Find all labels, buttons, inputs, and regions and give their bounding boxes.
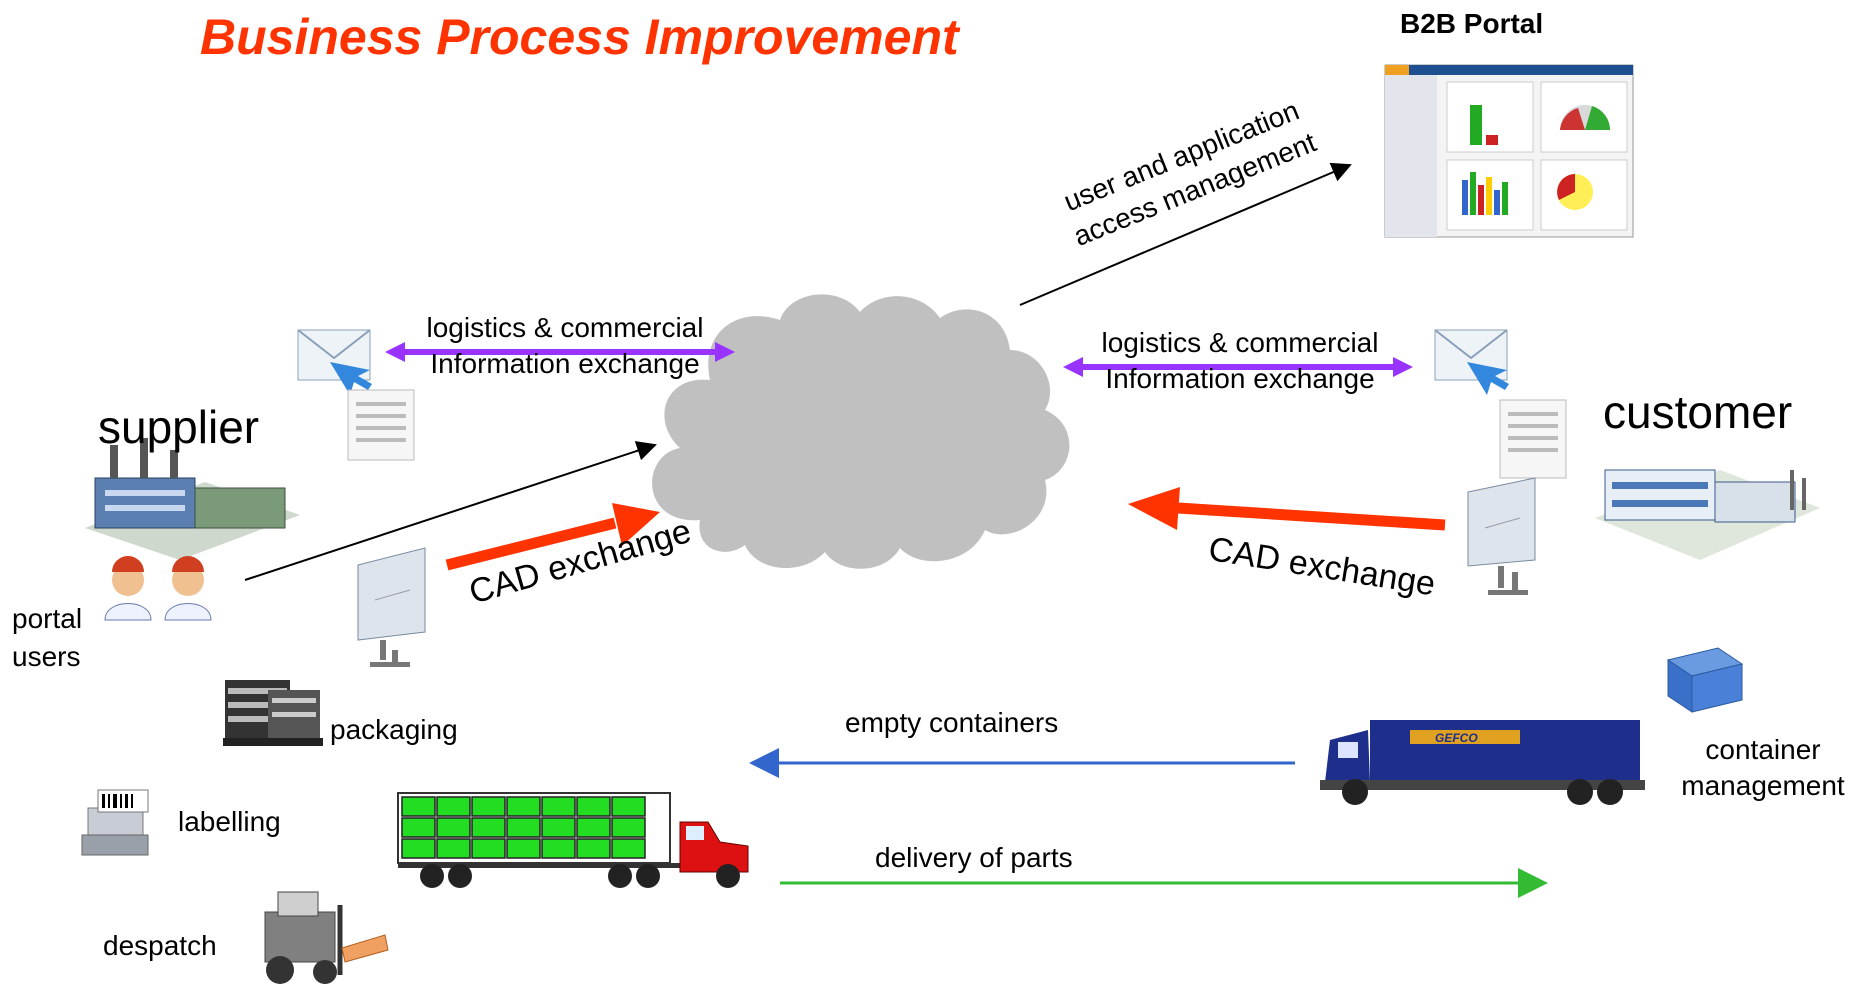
truck-brand-label: GEFCO (1435, 731, 1478, 745)
customer-info-line2: Information exchange (1105, 363, 1375, 394)
packaging-label: packaging (330, 714, 458, 745)
supplier-info-exchange-label: logistics & commercial Information excha… (405, 310, 725, 382)
supplier-label: supplier (98, 401, 260, 453)
portal-users-line1: portal (12, 603, 83, 634)
forklift-icon (264, 891, 389, 984)
portal-users-label: portal users (12, 600, 82, 676)
customer-cad-arrow (1128, 487, 1446, 531)
portal-users-to-cloud-arrow (244, 441, 657, 581)
supplier-document-icon (347, 389, 415, 461)
delivery-truck-icon (397, 792, 749, 888)
container-label-line2: management (1681, 770, 1845, 801)
customer-document-icon (1499, 399, 1567, 479)
empty-containers-label: empty containers (845, 707, 1059, 738)
supplier-envelope-icon (297, 329, 372, 395)
delivery-label: delivery of parts (875, 842, 1073, 873)
container-crate-icon (1666, 647, 1744, 713)
container-management-label: container management (1668, 732, 1858, 804)
gefco-truck-icon (1320, 720, 1645, 805)
customer-info-exchange-label: logistics & commercial Information excha… (1080, 325, 1400, 397)
customer-info-line1: logistics & commercial (1101, 327, 1379, 358)
customer-info-exchange-arrow (1063, 357, 1413, 377)
access-management-arrow (1019, 162, 1352, 306)
labelling-label: labelling (178, 806, 281, 837)
customer-envelope-icon (1434, 329, 1509, 395)
supplier-cad-drafting-icon (357, 547, 426, 667)
supplier-info-exchange-arrow (385, 342, 735, 362)
portal-users-icon (104, 556, 212, 621)
customer-factory-icon (1595, 469, 1820, 560)
supplier-factory-icon (85, 438, 300, 560)
packaging-icon (223, 680, 323, 746)
portal-users-line2: users (12, 641, 81, 672)
customer-label: customer (1603, 386, 1793, 438)
supplier-cad-arrow (445, 503, 660, 571)
label-printer-icon (81, 789, 149, 856)
customer-cad-drafting-icon (1467, 477, 1536, 595)
supplier-info-line1: logistics & commercial (426, 312, 704, 343)
despatch-label: despatch (103, 930, 217, 961)
page-title: Business Process Improvement (200, 9, 959, 65)
container-label-line1: container (1705, 734, 1821, 765)
b2b-portal-screenshot (1384, 64, 1634, 238)
network-cloud (652, 294, 1070, 569)
supplier-info-line2: Information exchange (430, 348, 700, 379)
b2b-portal-label: B2B Portal (1400, 8, 1544, 39)
